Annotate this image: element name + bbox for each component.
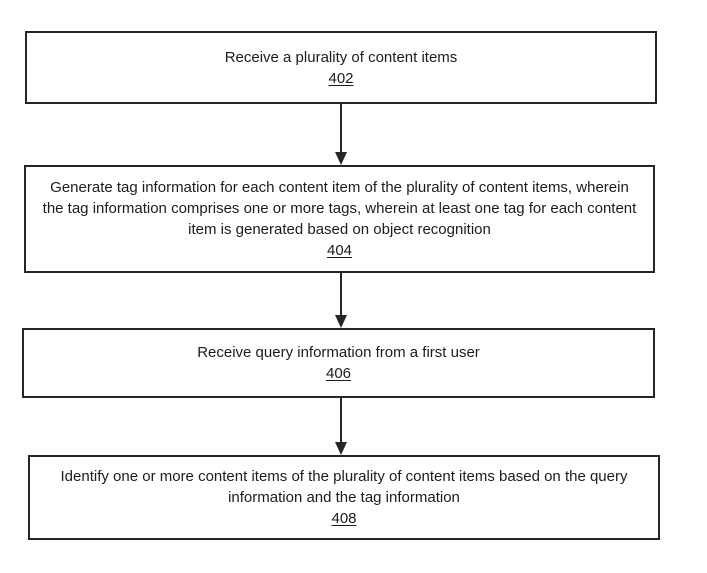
step-text: Generate tag information for each conten… xyxy=(42,179,637,238)
flow-step-box-406: Receive query information from a first u… xyxy=(22,328,655,398)
flow-step-box-404: Generate tag information for each conten… xyxy=(24,165,655,273)
step-text: Receive query information from a first u… xyxy=(197,344,480,361)
down-arrow-402-404 xyxy=(334,104,348,165)
flow-step-box-402: Receive a plurality of content items 402 xyxy=(25,31,657,104)
step-ref-number: 402 xyxy=(328,69,354,87)
arrowhead-down-icon xyxy=(335,442,347,455)
step-text: Identify one or more content items of th… xyxy=(60,468,628,506)
down-arrow-406-408 xyxy=(334,398,348,455)
step-text: Receive a plurality of content items xyxy=(224,48,458,66)
arrowhead-down-icon xyxy=(335,315,347,328)
flow-step-box-408: Identify one or more content items of th… xyxy=(28,455,660,540)
step-ref-number: 404 xyxy=(326,242,353,259)
arrow-shaft xyxy=(340,398,342,442)
down-arrow-404-406 xyxy=(334,273,348,328)
arrow-shaft xyxy=(340,273,342,315)
step-ref-number: 406 xyxy=(325,365,352,382)
arrowhead-down-icon xyxy=(335,152,347,165)
step-ref-number: 408 xyxy=(331,510,357,527)
arrow-shaft xyxy=(340,104,342,152)
